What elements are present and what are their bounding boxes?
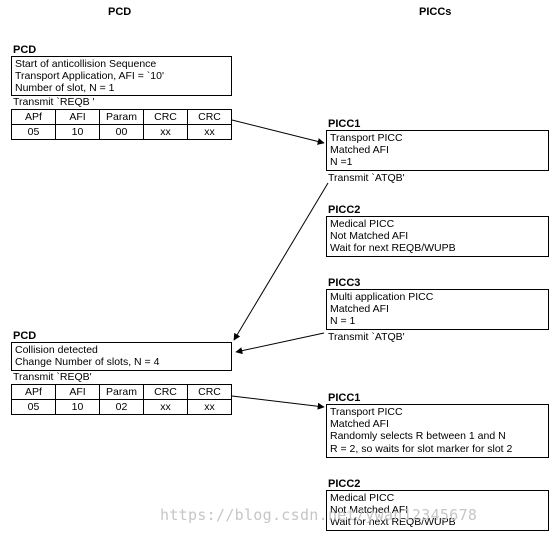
frame-value-cell: xx: [187, 399, 232, 415]
picc1a-line: N =1: [330, 156, 353, 169]
frame-header-cell: CRC: [187, 109, 232, 125]
picc2b-line: Not Matched AFI: [330, 504, 409, 517]
pcd1-line: Start of anticollision Sequence: [15, 58, 157, 70]
picc2a-line: Wait for next REQB/WUPB: [330, 242, 456, 255]
picc1a-line: Transport PICC: [330, 132, 403, 144]
picc2a-line: Not Matched AFI: [330, 230, 409, 243]
picc3-transmit-label: Transmit `ATQB': [328, 331, 405, 343]
frame-value-cell: xx: [143, 124, 188, 140]
picc2b-label: PICC2: [328, 478, 361, 490]
pcd2-status-box: Collision detected Change Number of slot…: [11, 342, 232, 371]
pcd1-status-box: Start of anticollision Sequence Transpor…: [11, 56, 232, 96]
picc2b-box: Medical PICC Not Matched AFI Wait for ne…: [326, 490, 549, 531]
pcd2-line: Change Number of slots, N = 4: [15, 356, 160, 369]
pcd1-line: Number of slot, N = 1: [15, 82, 115, 95]
pcd1-label: PCD: [13, 44, 37, 56]
picc3-line: Matched AFI: [330, 303, 389, 316]
pcd1-line: Transport Application, AFI = `10': [15, 70, 164, 83]
picc1b-label: PICC1: [328, 392, 361, 404]
frame-value-cell: 05: [11, 399, 56, 415]
picc1b-line: Randomly selects R between 1 and N: [330, 430, 506, 443]
picc1-atqb-arrow: [233, 182, 329, 341]
reqb-to-picc1b-arrow: [231, 395, 325, 410]
watermark-text: https://blog.csdn.net/ywan12345678: [160, 506, 478, 524]
picc2a-box: Medical PICC Not Matched AFI Wait for ne…: [326, 216, 549, 257]
picc3-atqb-arrow: [235, 332, 325, 355]
picc2a-label: PICC2: [328, 204, 361, 216]
piccs-column-heading: PICCs: [419, 6, 452, 18]
frame-header-cell: CRC: [143, 384, 188, 400]
picc1a-transmit-label: Transmit `ATQB': [328, 172, 405, 184]
pcd2-line: Collision detected: [15, 344, 98, 356]
picc3-line: N = 1: [330, 315, 356, 328]
picc1a-line: Matched AFI: [330, 144, 389, 157]
frame-value-cell: xx: [187, 124, 232, 140]
picc2a-line: Medical PICC: [330, 218, 395, 230]
pcd1-reqb-frame: APf AFI Param CRC CRC 05 10 00 xx xx: [11, 109, 232, 140]
reqb-to-picc1-arrow: [231, 119, 325, 145]
picc1b-box: Transport PICC Matched AFI Randomly sele…: [326, 404, 549, 458]
picc1b-line: R = 2, so waits for slot marker for slot…: [330, 442, 513, 455]
frame-header-cell: CRC: [187, 384, 232, 400]
picc1a-box: Transport PICC Matched AFI N =1: [326, 130, 549, 171]
picc3-box: Multi application PICC Matched AFI N = 1: [326, 289, 549, 330]
frame-value-cell: xx: [143, 399, 188, 415]
pcd1-transmit-label: Transmit `REQB ': [13, 96, 95, 108]
picc3-line: Multi application PICC: [330, 291, 434, 303]
pcd-column-heading: PCD: [108, 6, 132, 18]
picc1b-line: Transport PICC: [330, 406, 403, 418]
picc2b-line: Medical PICC: [330, 492, 395, 504]
picc1a-label: PICC1: [328, 118, 361, 130]
picc3-label: PICC3: [328, 277, 361, 289]
picc2b-line: Wait for next REQB/WUPB: [330, 516, 456, 529]
pcd2-reqb-frame: APf AFI Param CRC CRC 05 10 02 xx xx: [11, 384, 232, 415]
picc1b-line: Matched AFI: [330, 418, 389, 431]
pcd2-label: PCD: [13, 330, 37, 342]
pcd2-transmit-label: Transmit `REQB': [13, 371, 92, 383]
